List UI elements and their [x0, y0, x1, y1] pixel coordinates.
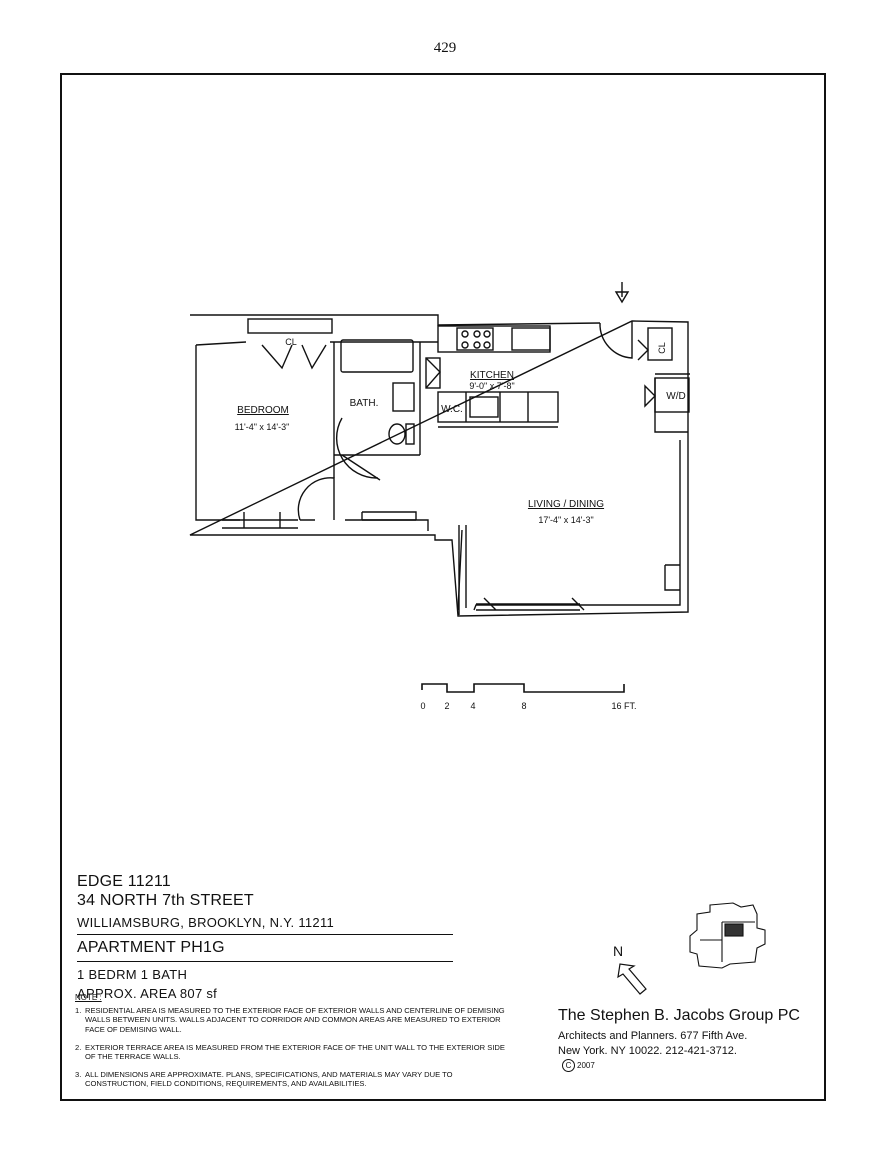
- toilet: [388, 423, 406, 445]
- scale-label-2: 2: [444, 701, 449, 711]
- island-divider: [438, 392, 558, 428]
- entry-closet-label: CL: [657, 342, 667, 354]
- scale-bar: [421, 683, 625, 693]
- entry-closet: [647, 327, 673, 361]
- living-inner-wall: [457, 440, 681, 611]
- bedroom-door: [297, 477, 335, 521]
- firm-contact-line: New York. NY 10022. 212-421-3712.: [558, 1045, 737, 1057]
- note-item: 2. EXTERIOR TERRACE AREA IS MEASURED FRO…: [75, 1043, 515, 1061]
- key-plan-icon: [689, 902, 766, 969]
- project-name: EDGE 11211: [77, 873, 171, 890]
- scale-label-8: 8: [521, 701, 526, 711]
- kitchen-counter: [437, 325, 551, 353]
- note-text: ALL DIMENSIONS ARE APPROXIMATE. PLANS, S…: [85, 1070, 453, 1089]
- living-step-wall: [458, 525, 467, 615]
- note-number: 3.: [75, 1070, 82, 1080]
- scale-label-16: 16 FT.: [611, 701, 636, 711]
- firm-address-line: Architects and Planners. 677 Fifth Ave.: [558, 1030, 748, 1042]
- exterior-wall: [189, 314, 689, 617]
- scale-label-4: 4: [470, 701, 475, 711]
- north-arrow-icon: [617, 963, 647, 995]
- apartment-rule: [77, 961, 453, 962]
- page-number: 429: [433, 40, 457, 56]
- bath-wall: [333, 342, 421, 478]
- notes-heading: NOTE :: [75, 993, 102, 1002]
- copyright: C 2007: [562, 1059, 595, 1072]
- bedroom-dims: 11'-4" x 14'-3": [235, 422, 290, 432]
- closet-doors: [261, 344, 327, 370]
- bedroom-label: BEDROOM: [237, 405, 289, 416]
- exterior-wall-inner: [195, 341, 438, 531]
- note-item: 3. ALL DIMENSIONS ARE APPROXIMATE. PLANS…: [75, 1070, 515, 1088]
- wc-label: W.C.: [441, 404, 463, 415]
- title-block: EDGE 11211 34 NORTH 7th STREET WILLIAMSB…: [77, 872, 457, 1003]
- kitchen-dims: 9'-0" x 7'-8": [469, 381, 514, 391]
- north-label: N: [613, 943, 623, 959]
- rooms-summary: 1 BEDRM 1 BATH: [77, 967, 188, 982]
- bedroom-closet: [247, 318, 333, 334]
- notes-section: NOTE : 1. RESIDENTIAL AREA IS MEASURED T…: [75, 993, 515, 1098]
- firm-block: The Stephen B. Jacobs Group PC Architect…: [558, 1006, 838, 1059]
- project-address: 34 NORTH 7th STREET: [77, 892, 254, 909]
- bathtub: [340, 339, 414, 373]
- pantry: [425, 357, 441, 389]
- project-city: WILLIAMSBURG, BROOKLYN, N.Y. 11211: [77, 915, 335, 930]
- copyright-year: 2007: [577, 1061, 595, 1070]
- washer-dryer-label: W/D: [666, 391, 685, 402]
- refrigerator: [511, 327, 551, 351]
- note-number: 2.: [75, 1042, 82, 1052]
- entry-door: [599, 321, 633, 359]
- firm-name: The Stephen B. Jacobs Group PC: [558, 1007, 800, 1024]
- copyright-icon: C: [562, 1059, 575, 1072]
- window-bedroom: [222, 512, 298, 529]
- apartment-label: APARTMENT PH1G: [77, 939, 225, 956]
- area-summary: APPROX. AREA 807 sf: [77, 986, 218, 1001]
- stove: [456, 327, 494, 351]
- kitchen-sink: [469, 396, 499, 418]
- note-text: RESIDENTIAL AREA IS MEASURED TO THE EXTE…: [85, 1006, 505, 1034]
- bath-label: BATH.: [350, 398, 379, 409]
- note-text: EXTERIOR TERRACE AREA IS MEASURED FROM T…: [85, 1042, 505, 1062]
- title-rule: [77, 934, 453, 935]
- toilet-tank: [405, 423, 415, 445]
- bath-sink: [392, 382, 415, 412]
- note-item: 1. RESIDENTIAL AREA IS MEASURED TO THE E…: [75, 1006, 515, 1034]
- kitchen-label: KITCHEN: [470, 370, 514, 381]
- bath-door: [335, 417, 381, 481]
- window-bath: [361, 511, 417, 521]
- kitchen-island: [437, 391, 559, 423]
- drawing-frame: [60, 73, 826, 1101]
- window-living: [476, 597, 585, 611]
- bedroom-closet-label: CL: [285, 337, 297, 347]
- note-number: 1.: [75, 1006, 82, 1016]
- living-dims: 17'-4" x 14'-3": [538, 515, 593, 525]
- scale-label-0: 0: [420, 701, 425, 711]
- entry-arrow: [614, 282, 630, 304]
- living-label: LIVING / DINING: [528, 499, 604, 510]
